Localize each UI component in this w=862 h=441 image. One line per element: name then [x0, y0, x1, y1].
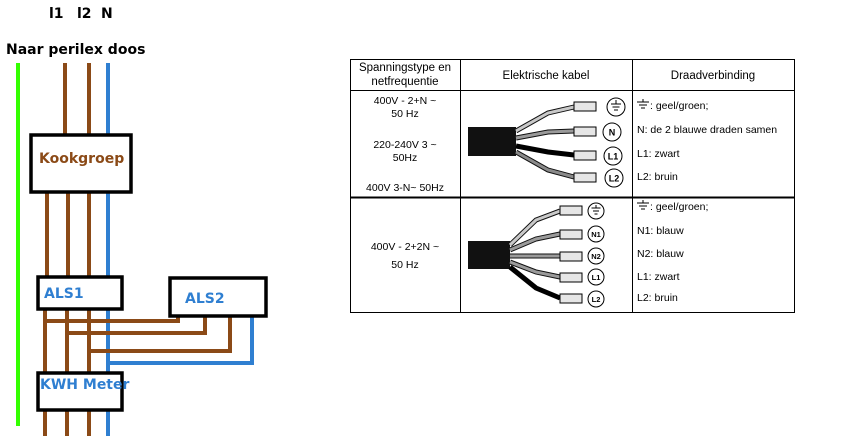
earth-symbol-icon	[637, 200, 649, 210]
terminal-l1-label: L1	[592, 273, 601, 282]
wire2-l1-core	[509, 260, 561, 279]
table-border	[350, 59, 795, 313]
terminal-l2-label: L2	[609, 174, 620, 184]
lug2-earth	[559, 205, 583, 216]
row1-conn-l1: L1: zwart	[637, 148, 680, 160]
row1-connections: : geel/groen; N: de 2 blauwe draden same…	[637, 99, 777, 183]
terminal-l1-label: L1	[608, 152, 619, 162]
row1-type-1b: 50 Hz	[391, 108, 418, 120]
row1-type-2b: 50Hz	[393, 152, 418, 164]
terminal-l2-label: L2	[592, 295, 601, 304]
als2-label: ALS2	[185, 291, 225, 307]
kwh-meter-box	[36, 371, 124, 412]
earth-symbol-icon	[591, 205, 601, 215]
wire-l2-core	[515, 150, 575, 179]
earth-symbol-icon	[637, 99, 649, 109]
row2-type-a: 400V - 2+2N ~	[371, 241, 439, 253]
terminal-l1	[603, 146, 623, 166]
wire2-l2	[508, 265, 561, 301]
terminal-n2	[587, 247, 605, 265]
phase-label-n: N	[101, 6, 113, 22]
phase-label-l1: l1	[49, 6, 64, 22]
header-cable: Elektrische kabel	[503, 70, 590, 82]
als1-label: ALS1	[44, 286, 84, 302]
terminal-l2	[604, 168, 624, 188]
row2-conn-earth: : geel/groen;	[650, 201, 708, 213]
als2-box	[168, 276, 268, 318]
lug2-l1	[559, 272, 583, 283]
terminal-n1	[587, 225, 605, 243]
terminal-n1-label: N1	[591, 230, 601, 239]
row2-type-b: 50 Hz	[391, 259, 418, 271]
phase-label-l2: l2	[77, 6, 92, 22]
lug2-n2	[559, 251, 583, 262]
wire-als2-2	[67, 316, 207, 335]
wire-als2-1	[45, 316, 180, 323]
wire-als2-n	[108, 316, 254, 365]
row1-cable-drawing: N L1 L2	[468, 97, 626, 188]
terminal-n2-label: N2	[591, 252, 601, 261]
row2-conn-l2: L2: bruin	[637, 292, 678, 304]
header-type-line1: Spanningstype en	[359, 62, 451, 74]
lug2-l2	[559, 293, 583, 304]
earth-symbol-icon	[611, 100, 621, 111]
row1-type-2a: 220-240V 3 ~	[373, 139, 436, 151]
cable-jacket	[468, 241, 510, 269]
connection-table	[350, 59, 795, 313]
row2-conn-l1: L1: zwart	[637, 271, 680, 283]
terminal-l1	[587, 268, 605, 286]
row1-conn-n: N: de 2 blauwe draden samen	[637, 124, 777, 136]
wire-n-core	[515, 129, 575, 140]
header-connection: Draadverbinding	[671, 70, 755, 82]
row1-type-3: 400V 3-N~ 50Hz	[366, 182, 444, 194]
lug-n	[573, 126, 597, 137]
lug-earth	[573, 101, 597, 112]
source-label: Naar perilex doos	[6, 42, 145, 58]
lug2-n1	[559, 229, 583, 240]
wiring-diagram: l1 l2 N Naar perilex doos Kookgroep	[6, 6, 268, 436]
kookgroep-box	[29, 133, 133, 194]
row2-conn-n2: N2: blauw	[637, 248, 684, 260]
terminal-n	[602, 122, 622, 142]
wire2-earth-core	[508, 209, 561, 247]
row2-connections: : geel/groen; N1: blauw N2: blauw L1: zw…	[637, 200, 708, 304]
row1-conn-earth: : geel/groen;	[650, 100, 708, 112]
cable-jacket	[468, 127, 516, 156]
terminal-n-label: N	[609, 128, 616, 138]
wire-earth-core	[515, 105, 575, 133]
row1-conn-l2: L2: bruin	[637, 171, 678, 183]
terminal-l2	[587, 290, 605, 308]
row1-type-1a: 400V - 2+N ~	[374, 95, 436, 107]
wire2-n1-core	[509, 232, 561, 252]
lug-l1	[573, 150, 597, 161]
row2-cable-drawing: N1 N2 L1 L2	[468, 202, 605, 308]
row1-types: 400V - 2+N ~ 50 Hz 220-240V 3 ~ 50Hz 400…	[366, 95, 444, 194]
header-type-line2: netfrequentie	[371, 76, 438, 88]
wire-als2-3	[89, 316, 232, 353]
als1-box	[36, 275, 124, 311]
kwh-meter-label: KWH Meter	[40, 377, 129, 393]
row2-conn-n1: N1: blauw	[637, 225, 684, 237]
row2-types: 400V - 2+2N ~ 50 Hz	[371, 241, 439, 271]
wire-l1	[515, 143, 575, 158]
lug-l2	[573, 172, 597, 183]
kookgroep-label: Kookgroep	[39, 151, 124, 167]
